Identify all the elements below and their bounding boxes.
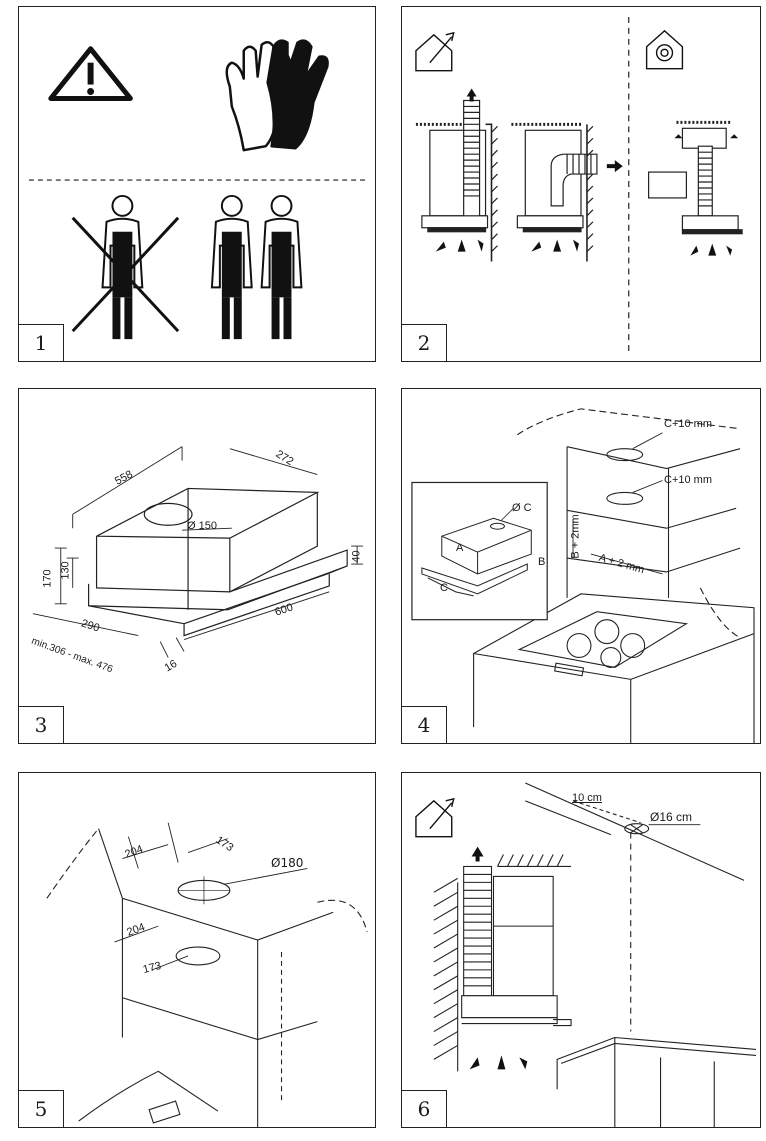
safety-illustration [28, 39, 368, 341]
panel-1: 1 [18, 6, 376, 362]
airflow-arrows [469, 846, 528, 1070]
panel-number: 1 [19, 324, 64, 361]
dim-150: Ø 150 [187, 520, 217, 532]
wall-duct-drawing [415, 782, 757, 1127]
panel-number: 2 [402, 324, 447, 361]
panel-2: 2 [401, 6, 761, 362]
warning-icon [48, 46, 133, 101]
panel-number: 6 [402, 1090, 447, 1127]
airflow-arrows [435, 239, 484, 252]
exhaust-house-icon [415, 797, 455, 838]
hood-horizontal-duct [511, 122, 598, 262]
panel-number: 5 [19, 1090, 64, 1127]
label-b: B [538, 556, 546, 568]
label-b-plus-2: B + 2mm [569, 514, 582, 559]
panel-number: 4 [402, 706, 447, 743]
panel-6: 10 cm Ø16 cm 6 [401, 772, 761, 1128]
dim-180: Ø180 [271, 856, 304, 870]
dim-10-cm: 10 cm [572, 792, 602, 804]
panel-number: 3 [19, 706, 64, 743]
dim-40: 40 [350, 550, 363, 563]
label-c: C [440, 582, 448, 594]
two-persons-icon [210, 194, 303, 341]
prohibited-x-icon [71, 216, 180, 333]
hood-recirculation [648, 120, 743, 235]
cabinet-hole-positions-drawing [46, 822, 368, 1127]
label-a: A [456, 542, 464, 554]
dim-16-cm: Ø16 cm [650, 810, 693, 824]
ducting-modes-illustration [415, 16, 743, 352]
exhaust-house-icon [415, 31, 455, 72]
panel-5: 204 173 Ø180 204 173 5 [18, 772, 376, 1128]
hood-dimensions-drawing [32, 446, 364, 658]
label-c-plus-10-bottom: C+10 mm [664, 474, 712, 486]
gloves-icon [225, 39, 329, 152]
single-person-icon [101, 194, 144, 341]
hood-vertical-duct [415, 99, 498, 262]
cabinet-cutout-drawing [411, 408, 755, 743]
panel-3: 558 272 Ø 150 170 130 40 290 600 16 min.… [18, 388, 376, 744]
dim-170: 170 [41, 569, 54, 588]
label-diameter-c: Ø C [512, 502, 532, 514]
panel-4: C+10 mm C+10 mm Ø C A B C B + 2mm A + 2 … [401, 388, 761, 744]
recirculation-house-icon [645, 29, 684, 70]
label-c-plus-10-top: C+10 mm [664, 418, 712, 430]
dim-130: 130 [59, 561, 72, 580]
